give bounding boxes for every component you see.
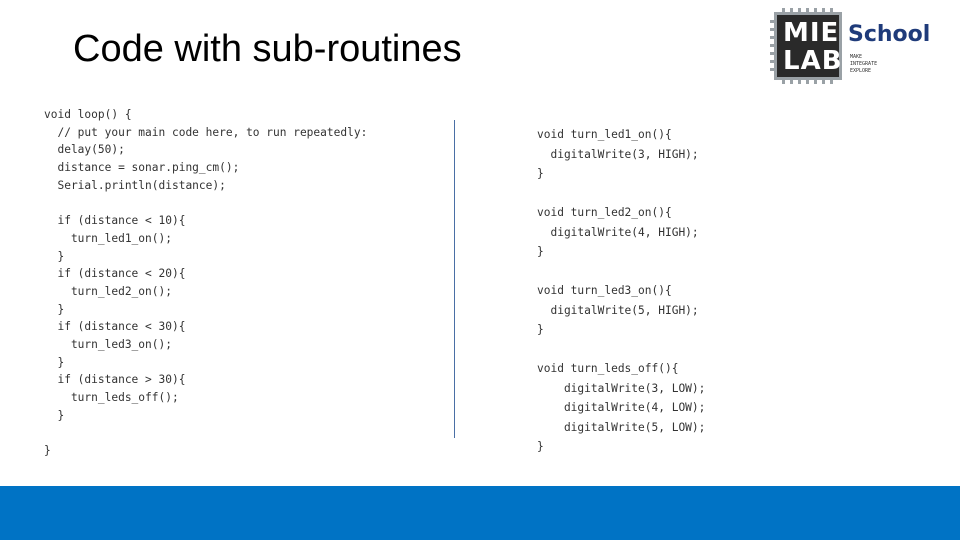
code-line: if (distance < 10){ [44, 214, 186, 228]
code-line [537, 262, 705, 282]
code-line: digitalWrite(5, LOW); [537, 420, 706, 434]
code-line: } [44, 302, 65, 316]
logo-tagline-line: EXPLORE [850, 68, 872, 74]
code-line: } [44, 444, 51, 458]
logo-chip-text-bottom: LAB [783, 46, 843, 76]
logo-tagline-line: INTEGRATE [850, 61, 878, 67]
code-line: void turn_led1_on(){ [537, 128, 672, 141]
code-line [537, 184, 705, 204]
mie-lab-school-logo: MIE LAB School MAKE INTEGRATE EXPLORE [770, 8, 940, 86]
code-line: turn_led1_on(); [44, 231, 172, 245]
code-line: digitalWrite(4, HIGH); [537, 225, 699, 239]
code-line: digitalWrite(4, LOW); [537, 401, 706, 414]
code-line: } [44, 408, 65, 422]
logo-tagline: MAKE INTEGRATE EXPLORE [850, 54, 877, 75]
code-line: if (distance < 20){ [44, 267, 186, 281]
code-line: turn_leds_off(); [44, 391, 179, 404]
chip-icon: MIE LAB [774, 12, 842, 80]
logo-chip-text: MIE LAB [783, 18, 843, 76]
main-loop-code-block: void loop() { // put your main code here… [44, 106, 367, 460]
code-line: } [537, 323, 544, 336]
logo-tagline-line: MAKE [850, 54, 863, 60]
code-line: } [44, 249, 65, 263]
code-line: if (distance < 30){ [44, 320, 186, 334]
code-line: delay(50); [44, 143, 125, 157]
code-line: turn_led3_on(); [44, 337, 172, 351]
logo-school-text: School [848, 22, 931, 47]
code-line: digitalWrite(3, HIGH); [537, 147, 699, 161]
code-line: // put your main code here, to run repea… [44, 125, 368, 139]
code-line: } [44, 355, 65, 369]
column-divider [454, 120, 455, 438]
footer-bar [0, 486, 960, 540]
slide-title: Code with sub-routines [73, 28, 462, 70]
code-line: digitalWrite(3, LOW); [537, 381, 706, 395]
code-line: distance = sonar.ping_cm(); [44, 161, 240, 175]
code-line: void loop() { [44, 108, 132, 121]
chip-pins-icon [770, 8, 833, 84]
subroutines-code-block: void turn_led1_on(){ digitalWrite(3, HIG… [537, 125, 705, 457]
code-line: } [537, 245, 544, 258]
code-line: void turn_led3_on(){ [537, 284, 672, 297]
code-line: } [537, 440, 544, 453]
code-line [44, 194, 367, 212]
code-line: digitalWrite(5, HIGH); [537, 303, 699, 317]
code-line: Serial.println(distance); [44, 178, 226, 192]
code-line: } [537, 167, 544, 180]
code-line: if (distance > 30){ [44, 373, 186, 387]
code-line [537, 340, 705, 360]
code-line: void turn_led2_on(){ [537, 206, 672, 219]
code-line: turn_led2_on(); [44, 284, 172, 298]
code-line [44, 424, 367, 442]
code-line: void turn_leds_off(){ [537, 362, 679, 375]
logo-chip-text-top: MIE [783, 18, 840, 48]
